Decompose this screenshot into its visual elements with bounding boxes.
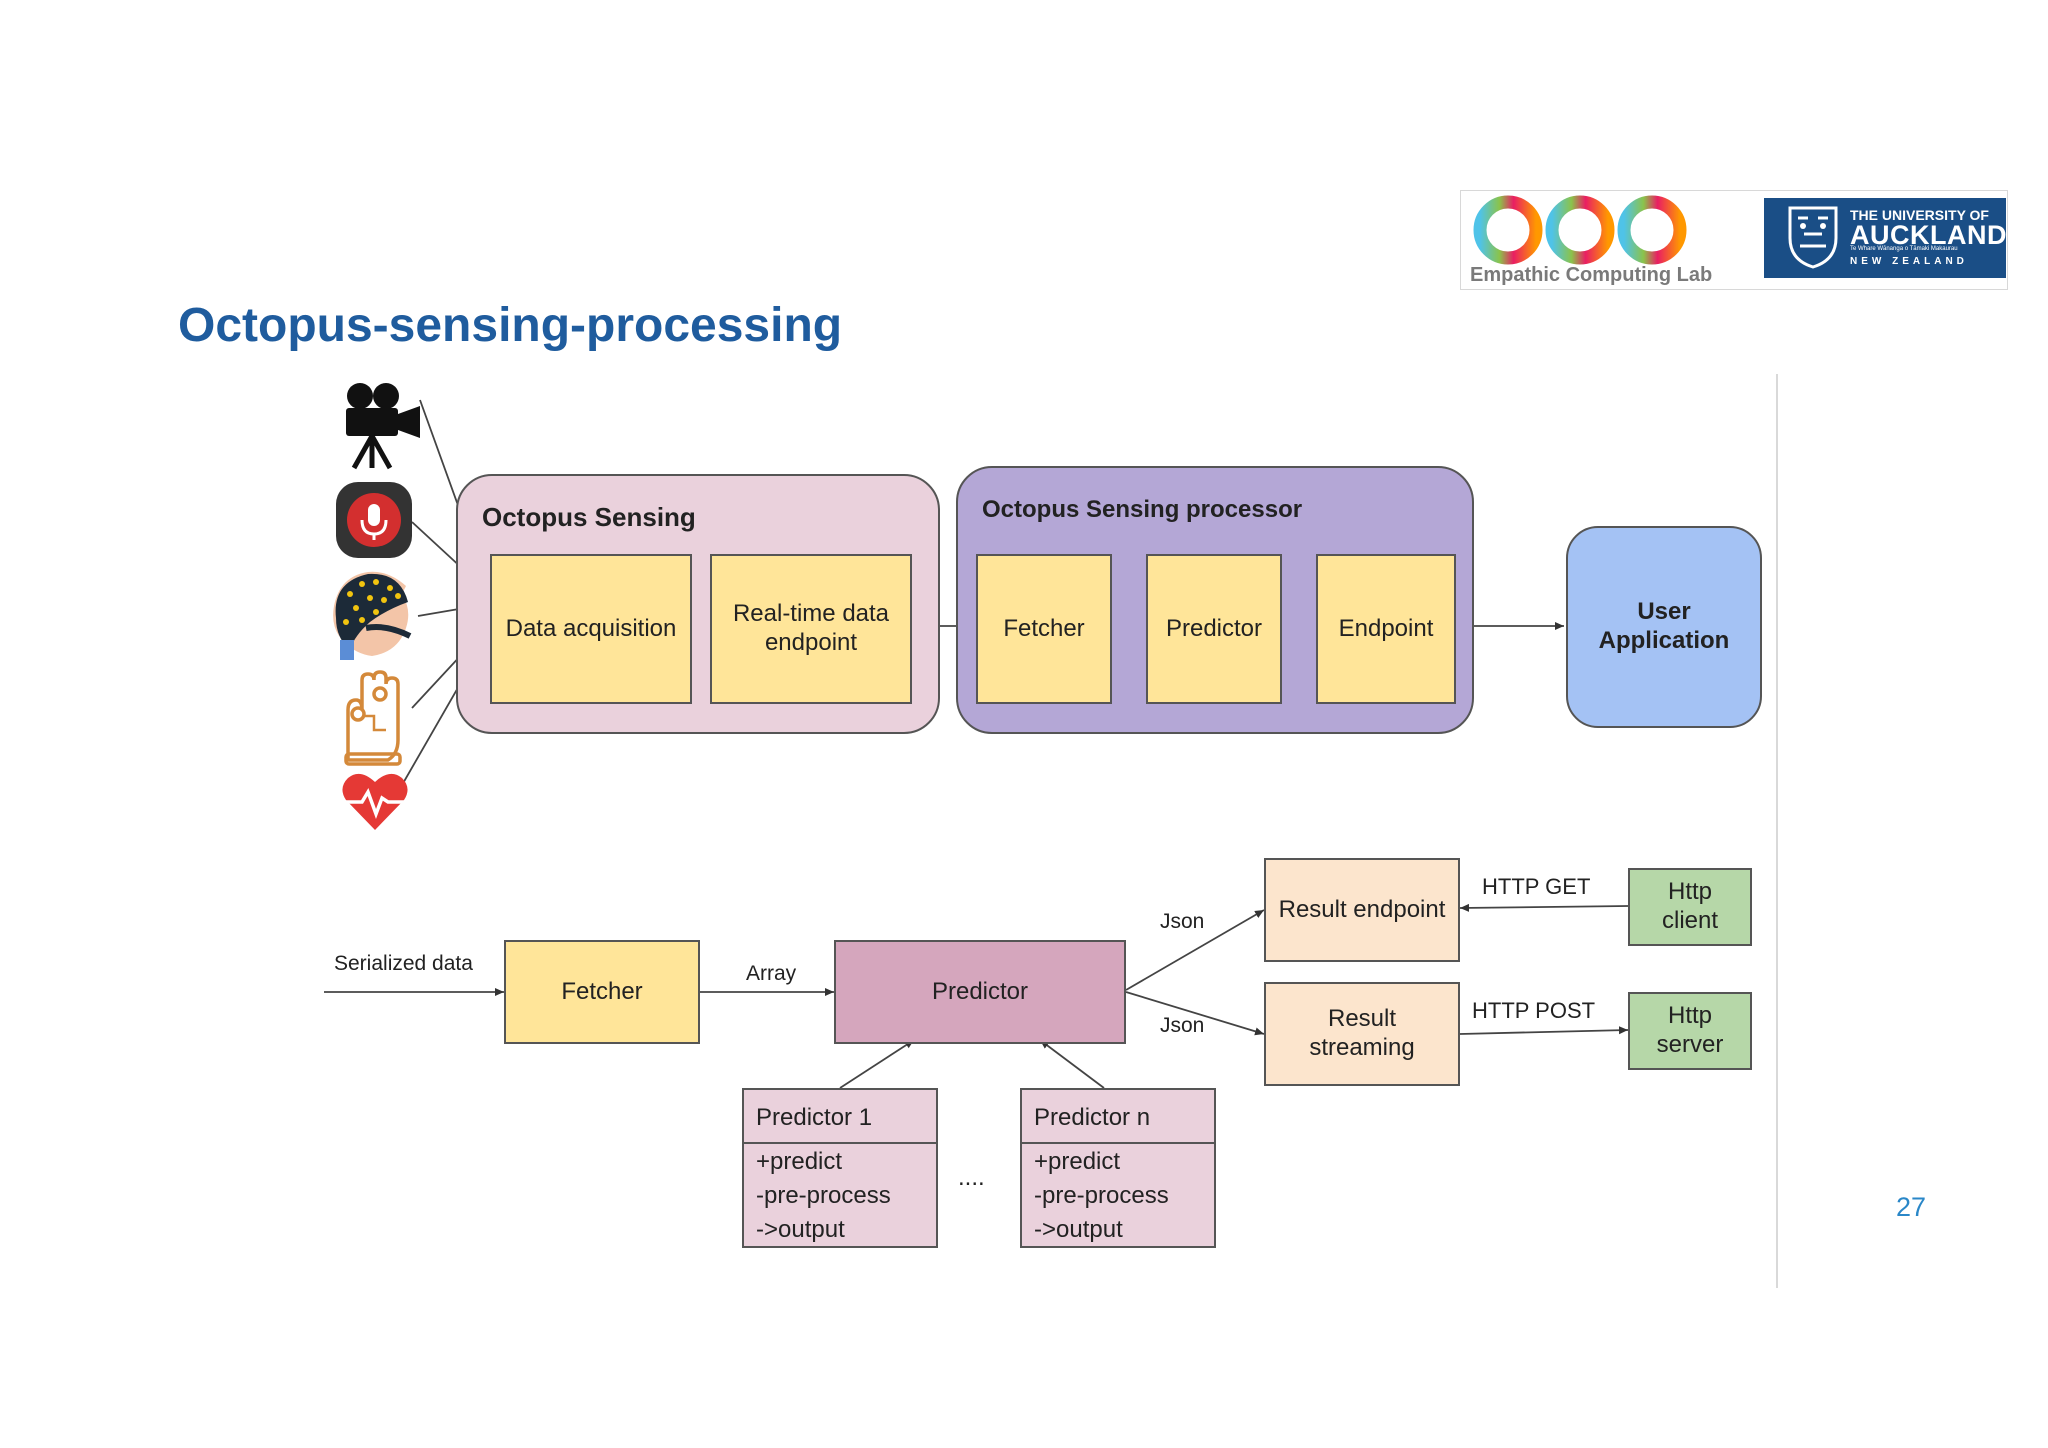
result-streaming-box: Result streaming [1264,982,1460,1086]
predictor-box: Predictor [1146,554,1282,704]
predictor-n-title: Predictor n [1034,1104,1151,1131]
predictor-n-method: ->output [1034,1216,1123,1243]
result-streaming-label-line1: Result [1327,1005,1397,1033]
array-label: Array [746,962,797,985]
http-server-label-line2: server [1656,1031,1724,1058]
edge-predictor-to-result-streaming [1125,991,1265,1036]
endpoint-label: Endpoint [1338,614,1434,642]
video-camera-icon [346,383,420,470]
predictor-n-method: +predict [1034,1148,1121,1175]
http-server-box: Http server [1628,992,1752,1070]
predictor-bottom-label: Predictor [931,977,1029,1005]
predictor-1-method: ->output [756,1216,845,1243]
slide-divider [1776,374,1778,1288]
json-top-label: Json [1160,910,1205,933]
result-endpoint-label: Result endpoint [1278,895,1446,923]
user-application-label-line1: User [1637,598,1691,626]
edge-result-streaming-to-http-server [1459,1026,1629,1035]
lab-name: Empathic Computing Lab [1470,264,1713,286]
http-get-label: HTTP GET [1482,874,1591,899]
university-line4: NEW ZEALAND [1850,256,1968,267]
predictor-1-method: +predict [756,1148,843,1175]
predictor-bottom-box: Predictor [834,940,1126,1044]
university-line3: Te Whare Wānanga o Tāmaki Makaurau [1850,246,1958,252]
glove-sensor-icon [344,670,402,766]
predictor-n-separator [1022,1142,1216,1144]
endpoint-box: Endpoint [1316,554,1456,704]
predictor-1-title: Predictor 1 [756,1104,873,1131]
realtime-endpoint-box: Real-time data endpoint [710,554,912,704]
http-client-label-line2: client [1661,907,1719,934]
edge-predictor1-to-predictor [839,1039,915,1089]
octopus-sensing-processor-label: Octopus Sensing processor [982,496,1303,523]
user-application-box: User Application [1566,526,1762,728]
realtime-endpoint-label-line1: Real-time data [732,600,890,628]
result-endpoint-box: Result endpoint [1264,858,1460,962]
heart-rate-icon [342,773,408,830]
fetcher-bottom-box: Fetcher [504,940,700,1044]
predictor-ellipsis: .... [958,1164,985,1191]
data-acquisition-box: Data acquisition [490,554,692,704]
fetcher-label: Fetcher [1003,614,1085,642]
predictor-1-class: Predictor 1 +predict -pre-process ->outp… [742,1088,938,1248]
page-number: 27 [1896,1192,1927,1222]
university-crest-icon [1788,206,1838,269]
predictor-n-method: -pre-process [1034,1182,1169,1209]
octopus-sensing-label: Octopus Sensing [482,502,696,532]
json-bottom-label: Json [1160,1014,1205,1037]
http-server-label-line1: Http [1667,1002,1712,1030]
result-streaming-label-line2: streaming [1309,1034,1415,1061]
http-client-box: Http client [1628,868,1752,946]
edge-predictorn-to-predictor [1039,1039,1105,1089]
edge-predictor-to-result-endpoint [1125,909,1265,991]
realtime-endpoint-label-line2: endpoint [764,629,858,656]
predictor-1-separator [744,1142,938,1144]
fetcher-box: Fetcher [976,554,1112,704]
university-line2: AUCKLAND [1850,220,2007,250]
data-acquisition-label: Data acquisition [505,614,677,642]
user-application-label-line2: Application [1598,627,1730,654]
http-post-label: HTTP POST [1472,998,1596,1023]
predictor-1-method: -pre-process [756,1182,891,1209]
fetcher-bottom-label: Fetcher [561,977,643,1005]
eeg-cap-icon [333,571,412,660]
edge-http-client-to-result-endpoint [1459,903,1629,912]
predictor-label: Predictor [1165,614,1263,642]
serialized-data-label: Serialized data [334,952,473,975]
slide-title: Octopus-sensing-processing [178,299,843,352]
university-line1: THE UNIVERSITY OF [1850,207,1989,223]
http-client-label-line1: Http [1667,878,1712,906]
microphone-icon [336,482,412,558]
infinity-logo-icon [1473,195,1687,265]
predictor-n-class: Predictor n +predict -pre-process ->outp… [1020,1088,1216,1248]
